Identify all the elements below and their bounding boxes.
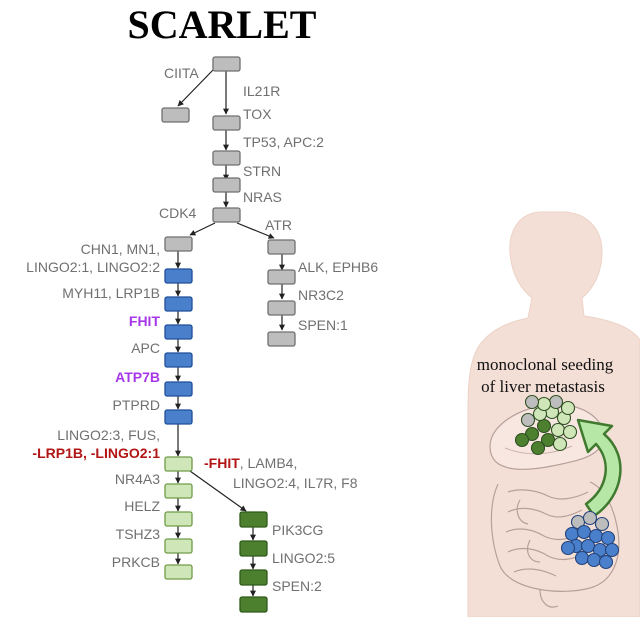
body-illustration: monoclonal seeding of liver metastasis: [467, 211, 640, 617]
clone-node: [164, 511, 193, 527]
clone-node: [164, 564, 193, 580]
clone-node: [212, 177, 241, 193]
clone-node: [164, 352, 193, 368]
label-nr3c2: NR3C2: [298, 287, 344, 303]
tree-nodes: [161, 56, 296, 613]
clone-node: [164, 456, 193, 472]
label-myh11: MYH11, LRP1B: [62, 285, 160, 301]
clone-node: [164, 381, 193, 397]
label-tshz3: TSHZ3: [116, 526, 161, 542]
annotation-line1: monoclonal seeding: [477, 355, 614, 374]
clone-node: [239, 540, 268, 557]
label-atr: ATR: [265, 217, 292, 233]
label-spen2: SPEN:2: [272, 578, 322, 594]
clone-node: [161, 107, 190, 123]
label-fhit-loss: -FHIT: [204, 455, 240, 471]
clone-node: [267, 269, 296, 285]
label-chn1-line2: LINGO2:1, LINGO2:2: [26, 259, 160, 275]
liver-metastasis-cluster: [514, 394, 578, 456]
metastasis-arrow: [576, 418, 622, 518]
label-apc: APC: [131, 340, 160, 356]
annotation-line2: of liver metastasis: [481, 377, 605, 396]
figure-title: SCARLET: [128, 2, 317, 47]
clone-node: [164, 236, 193, 252]
clone-node: [239, 569, 268, 586]
clone-node: [267, 331, 296, 347]
label-lingo25: LINGO2:5: [272, 550, 335, 566]
label-ptprd: PTPRD: [113, 397, 160, 413]
clone-node: [239, 511, 268, 528]
clone-node: [164, 483, 193, 499]
clone-node: [164, 324, 193, 340]
clone-node: [267, 239, 296, 255]
colon-primary-cluster: [560, 510, 620, 570]
tree-edges: [175, 69, 285, 597]
clone-node: [212, 150, 241, 166]
clone-node: [164, 296, 193, 312]
label-lamb4: , LAMB4,: [240, 455, 298, 471]
label-tox: TOX: [243, 106, 272, 122]
clone-node: [212, 56, 241, 72]
label-ciita: CIITA: [164, 65, 199, 81]
label-prkcb: PRKCB: [112, 554, 160, 570]
label-nr4a3: NR4A3: [115, 471, 160, 487]
clone-node: [212, 207, 241, 223]
label-pik3cg: PIK3CG: [272, 522, 323, 538]
label-fhit: FHIT: [129, 313, 161, 329]
label-chn1-line1: CHN1, MN1,: [81, 241, 160, 257]
clone-node: [164, 268, 193, 284]
label-atp7b: ATP7B: [115, 369, 160, 385]
clone-node: [239, 596, 268, 613]
label-cdk4: CDK4: [159, 205, 197, 221]
label-strn: STRN: [243, 163, 281, 179]
label-spen1: SPEN:1: [298, 317, 348, 333]
label-il21r: IL21R: [243, 83, 280, 99]
label-lingo23-line2: -LRP1B, -LINGO2:1: [32, 445, 160, 461]
label-nras: NRAS: [243, 189, 282, 205]
label-helz: HELZ: [124, 498, 160, 514]
clone-node: [164, 538, 193, 554]
clone-node: [267, 300, 296, 316]
clone-node: [164, 409, 193, 425]
clone-node: [212, 115, 241, 131]
label-lingo23-line1: LINGO2:3, FUS,: [57, 427, 160, 443]
label-lamb4-line2: LINGO2:4, IL7R, F8: [233, 475, 358, 491]
label-lamb4-line1: -FHIT, LAMB4,: [204, 455, 297, 471]
label-tp53: TP53, APC:2: [243, 134, 324, 150]
label-alk: ALK, EPHB6: [298, 259, 378, 275]
